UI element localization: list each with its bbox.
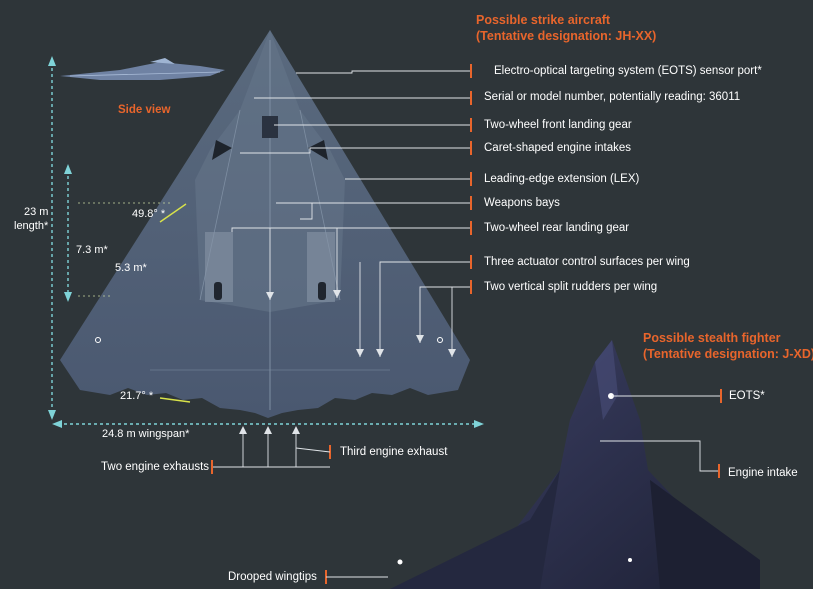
strike-title-line1: Possible strike aircraft	[476, 13, 611, 27]
right-wing-marker	[437, 337, 443, 343]
angle-1-label: 49.8° *	[132, 208, 166, 220]
angle-2-marker	[159, 397, 191, 403]
angle-1-marker	[159, 203, 187, 223]
left-wing-marker	[95, 337, 101, 343]
stealth-fighter-nose	[595, 340, 618, 420]
callout-fighter-eots: EOTS*	[729, 390, 765, 402]
callout-intakes: Caret-shaped engine intakes	[484, 142, 632, 154]
callout-drooped-wingtips: Drooped wingtips	[228, 571, 317, 583]
length-arrow-bottom	[48, 410, 56, 420]
angle-2-label: 21.7° *	[120, 390, 154, 402]
side-view-aircraft	[60, 58, 225, 80]
fighter-callout-ticks	[718, 389, 722, 478]
strike-aircraft-top-view	[60, 30, 470, 418]
strike-callout-lines	[212, 70, 470, 468]
callout-third-exhaust: Third engine exhaust	[340, 446, 448, 458]
fighter-title-line1: Possible stealth fighter	[643, 331, 781, 345]
strike-callout-arrows	[239, 290, 456, 434]
fighter-wingtip-marker	[397, 559, 403, 565]
length-value: 23 m	[24, 206, 49, 218]
side-view-label: Side view	[118, 104, 171, 116]
inner-length-arrow-top	[64, 164, 72, 174]
inner-length-2: 5.3 m*	[115, 262, 147, 274]
fighter-eots-marker	[608, 393, 614, 399]
callout-fighter-intake: Engine intake	[728, 467, 798, 479]
left-engine-intake	[212, 140, 232, 160]
wingspan-arrow-left	[52, 420, 62, 428]
inner-length-arrow-bottom	[64, 292, 72, 302]
wingspan-label: 24.8 m wingspan*	[102, 428, 190, 440]
fighter-wingtip-marker-2	[628, 558, 632, 562]
callout-serial: Serial or model number, potentially read…	[484, 91, 741, 103]
length-arrow-top	[48, 56, 56, 66]
right-engine-intake	[308, 140, 328, 160]
third-exhaust-leader	[295, 447, 331, 453]
callout-control-surfaces: Three actuator control surfaces per wing	[484, 256, 690, 268]
stealth-fighter	[390, 340, 760, 589]
stealth-fighter-right-wing	[650, 480, 760, 589]
inner-length-1: 7.3 m*	[76, 244, 108, 256]
callout-weapons-bays: Weapons bays	[484, 197, 560, 209]
strike-title-line2: (Tentative designation: JH-XX)	[476, 29, 657, 43]
callout-rudders: Two vertical split rudders per wing	[484, 281, 658, 293]
callout-two-exhausts: Two engine exhausts	[101, 461, 210, 473]
callout-front-gear: Two-wheel front landing gear	[484, 119, 632, 131]
callout-eots: Electro-optical targeting system (EOTS) …	[494, 65, 762, 77]
left-rear-landing-gear	[214, 282, 222, 300]
callout-lex: Leading-edge extension (LEX)	[484, 173, 640, 185]
dimension-arrows	[48, 56, 484, 428]
right-rear-landing-gear	[318, 282, 326, 300]
stealth-fighter-left-wing	[390, 470, 560, 589]
fighter-callout-lines	[600, 395, 720, 472]
front-landing-gear	[262, 116, 278, 138]
length-label: length*	[14, 220, 49, 232]
dimension-lines	[51, 62, 478, 425]
wingspan-arrow-right	[474, 420, 484, 428]
callout-rear-gear: Two-wheel rear landing gear	[484, 222, 630, 234]
fighter-title-line2: (Tentative designation: J-XD)	[643, 347, 813, 361]
